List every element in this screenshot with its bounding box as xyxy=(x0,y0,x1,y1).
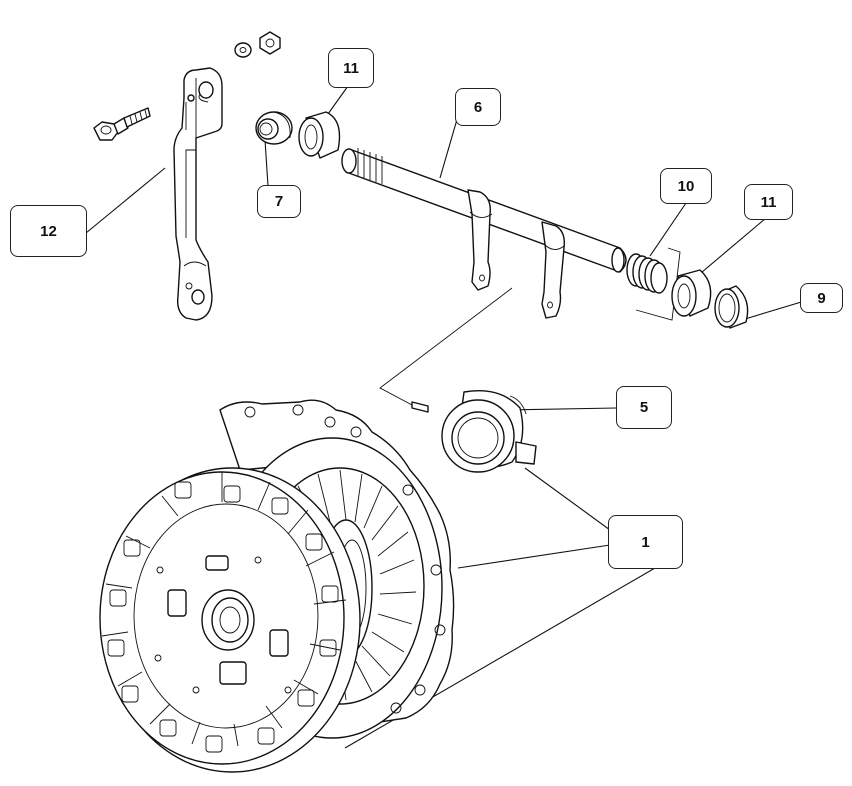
clutch-disc xyxy=(99,467,361,773)
callout-6: 6 xyxy=(455,88,501,126)
callout-7: 7 xyxy=(257,185,301,218)
bushing-lower xyxy=(671,269,712,317)
spring-icon xyxy=(626,247,681,321)
callout-9: 9 xyxy=(800,283,843,313)
callout-10: 10 xyxy=(660,168,712,204)
release-shaft xyxy=(341,148,627,319)
bushing-9 xyxy=(714,285,749,329)
bushing-upper xyxy=(298,111,341,159)
callout-11-lower: 11 xyxy=(744,184,793,220)
callout-5: 5 xyxy=(616,386,672,429)
bolt-icon xyxy=(93,107,151,141)
nut-icon xyxy=(259,31,281,55)
pin-icon xyxy=(411,401,429,413)
callout-12: 12 xyxy=(10,205,87,257)
release-bearing xyxy=(441,390,537,473)
washer-icon xyxy=(234,42,252,58)
friction-pads xyxy=(101,472,347,753)
oil-seal xyxy=(255,111,293,145)
callout-1: 1 xyxy=(608,515,683,569)
callout-11-upper: 11 xyxy=(328,48,374,88)
release-lever-bracket xyxy=(173,67,223,321)
diaphragm-fingers xyxy=(297,469,417,701)
